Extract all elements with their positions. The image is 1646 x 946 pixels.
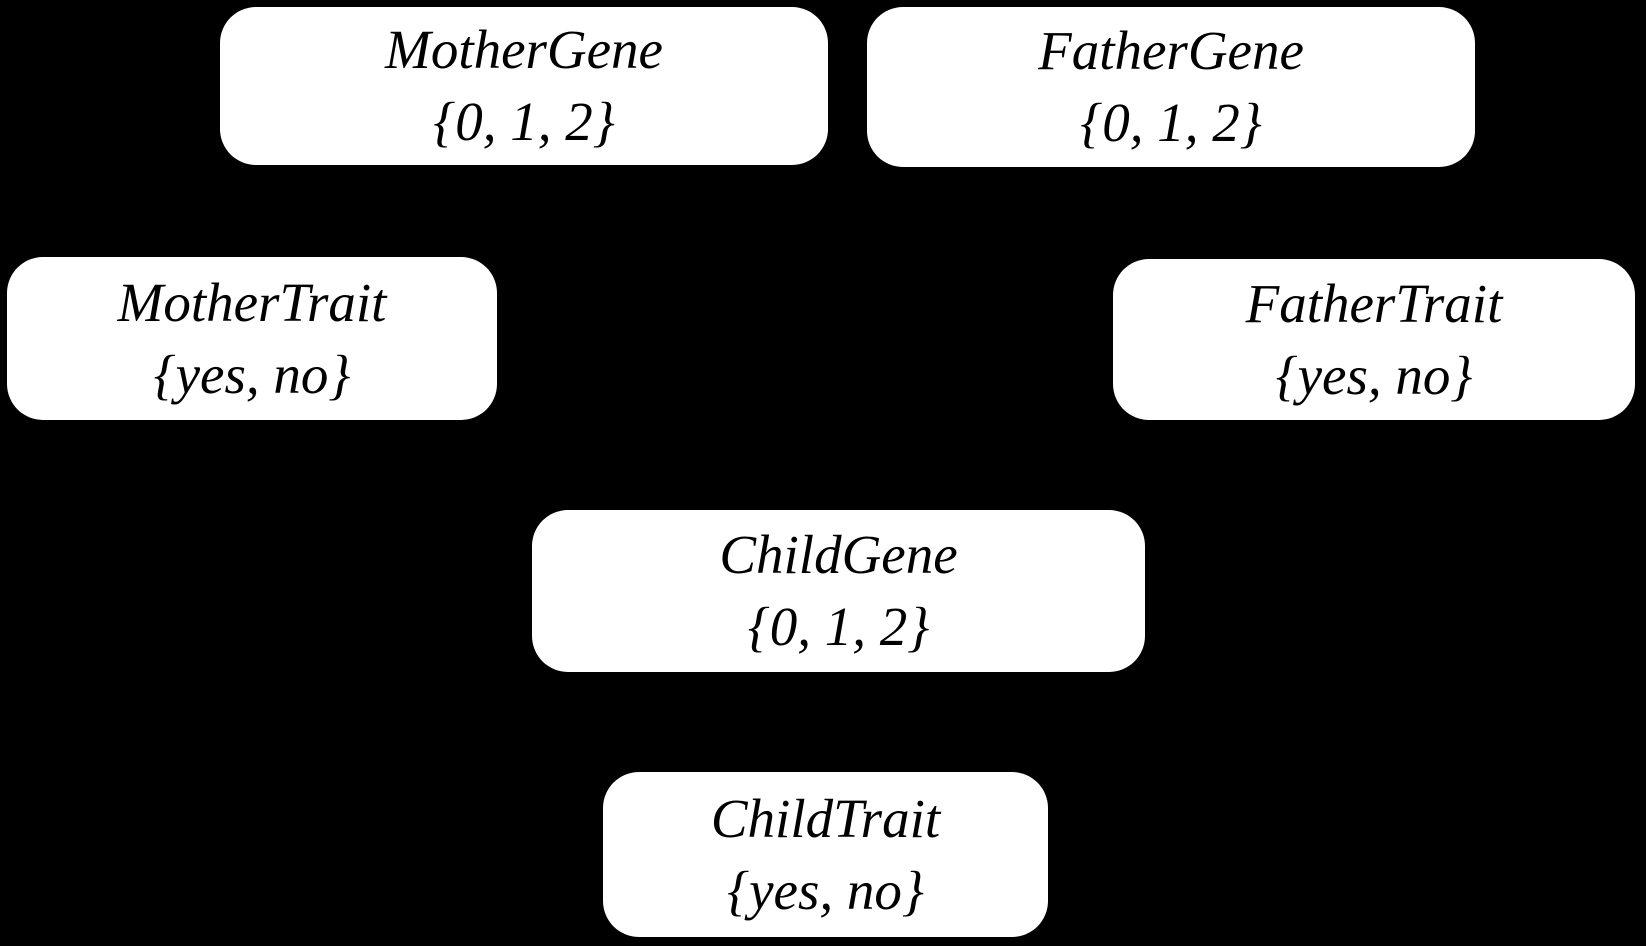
node-father-gene-values: {0, 1, 2} [1080, 92, 1262, 153]
node-father-trait-values: {yes, no} [1275, 344, 1473, 406]
node-mother-gene-label: MotherGene [385, 19, 663, 80]
node-father-gene-label: FatherGene [1038, 20, 1304, 81]
node-child-gene-label: ChildGene [719, 524, 958, 585]
node-mother-trait-label: MotherTrait [117, 271, 387, 333]
node-mother-trait-values: {yes, no} [153, 343, 351, 405]
node-father-trait: FatherTrait {yes, no} [1113, 259, 1635, 420]
node-child-trait-label: ChildTrait [710, 787, 941, 849]
node-child-trait-values: {yes, no} [727, 859, 924, 921]
node-father-trait-label: FatherTrait [1245, 272, 1503, 334]
node-mother-gene-values: {0, 1, 2} [433, 91, 615, 152]
node-father-gene: FatherGene {0, 1, 2} [867, 7, 1475, 167]
node-child-trait: ChildTrait {yes, no} [603, 772, 1048, 937]
node-child-gene: ChildGene {0, 1, 2} [532, 510, 1145, 672]
node-child-gene-values: {0, 1, 2} [747, 596, 930, 657]
node-mother-trait: MotherTrait {yes, no} [7, 257, 497, 420]
node-mother-gene: MotherGene {0, 1, 2} [220, 7, 828, 165]
